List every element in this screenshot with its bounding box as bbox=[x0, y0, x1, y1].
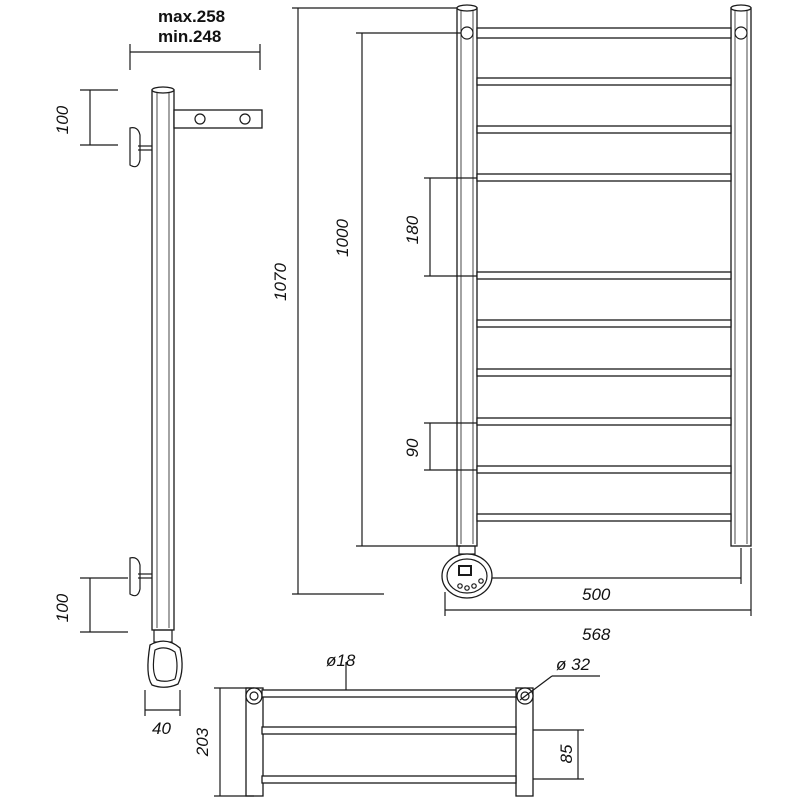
dim-bar-spacing: 85 bbox=[533, 729, 584, 780]
crossbar bbox=[476, 173, 732, 182]
side-top-arm bbox=[173, 109, 263, 129]
dim-rail-height: 1000 bbox=[333, 32, 461, 547]
front-control-unit bbox=[441, 545, 493, 599]
label-bracket-top: 100 bbox=[53, 105, 72, 134]
side-control-unit bbox=[147, 629, 183, 688]
crossbar bbox=[476, 319, 732, 328]
front-view: 1070 1000 180 90 500 bbox=[271, 4, 752, 644]
crossbar bbox=[476, 417, 732, 426]
dim-overall-height: 1070 bbox=[271, 7, 457, 595]
top-view: ø18 ø 32 203 85 bbox=[193, 651, 600, 797]
label-bar-diameter: ø18 bbox=[326, 651, 356, 670]
front-right-tube bbox=[730, 7, 752, 547]
front-left-tube bbox=[456, 7, 478, 547]
top-bar-mid bbox=[261, 726, 517, 735]
label-bar-spacing: 85 bbox=[557, 744, 576, 763]
label-rail-height: 1000 bbox=[333, 219, 352, 257]
top-bar-back bbox=[261, 775, 517, 784]
label-bar-gap-large: 180 bbox=[403, 215, 422, 244]
label-bar-gap-small: 90 bbox=[403, 438, 422, 457]
dim-depth: 203 bbox=[193, 687, 254, 797]
dim-bracket-top: 100 bbox=[53, 89, 118, 146]
dim-bar-diameter: ø18 bbox=[326, 651, 356, 690]
dim-width: 500 bbox=[492, 548, 742, 604]
top-wall-bracket bbox=[129, 127, 152, 168]
crossbar bbox=[476, 77, 732, 86]
label-min-depth: min.248 bbox=[158, 27, 221, 46]
dim-bar-gap-large: 180 bbox=[403, 177, 477, 277]
label-overall-height: 1070 bbox=[271, 263, 290, 301]
label-max-depth: max.258 bbox=[158, 7, 225, 26]
bottom-wall-bracket bbox=[129, 557, 152, 597]
crossbar bbox=[476, 271, 732, 280]
crossbar bbox=[476, 513, 732, 522]
side-view: max.258 min.248 100 100 40 bbox=[53, 7, 263, 738]
dim-bracket-bottom: 100 bbox=[53, 577, 128, 633]
dim-tube-diameter: ø 32 bbox=[519, 655, 600, 701]
front-top-bar bbox=[476, 27, 732, 39]
front-crossbars bbox=[476, 77, 732, 522]
dim-bar-gap-small: 90 bbox=[403, 422, 477, 471]
side-tube bbox=[151, 89, 175, 631]
label-overall-width: 568 bbox=[582, 625, 611, 644]
dim-control-depth: 40 bbox=[144, 690, 181, 738]
crossbar bbox=[476, 368, 732, 377]
crossbar bbox=[476, 125, 732, 134]
label-control-depth: 40 bbox=[152, 719, 171, 738]
dim-overall-width: 568 bbox=[444, 548, 752, 644]
dim-side-depth: max.258 min.248 bbox=[129, 7, 261, 70]
top-bar-front bbox=[261, 689, 517, 698]
label-bracket-bottom: 100 bbox=[53, 593, 72, 622]
crossbar bbox=[476, 465, 732, 474]
label-depth: 203 bbox=[193, 727, 212, 757]
label-tube-diameter: ø 32 bbox=[556, 655, 591, 674]
label-width: 500 bbox=[582, 585, 611, 604]
